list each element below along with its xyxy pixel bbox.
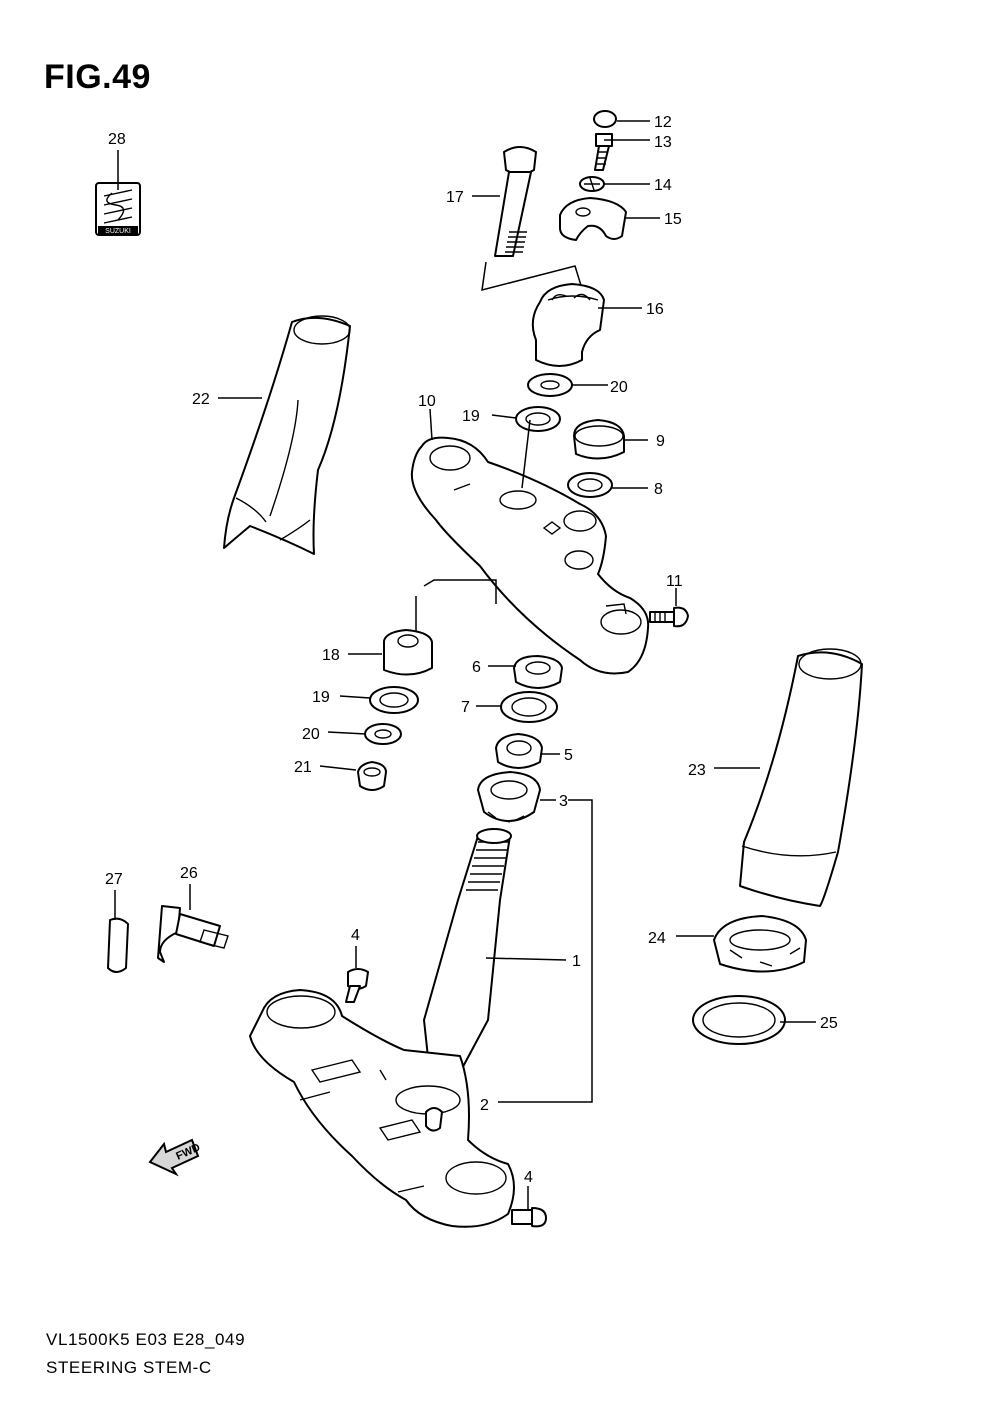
callout-10: 10 bbox=[418, 393, 436, 410]
callout-25: 25 bbox=[820, 1015, 838, 1032]
callout-9: 9 bbox=[656, 433, 665, 450]
callout-26: 26 bbox=[180, 865, 198, 882]
part-25-washer bbox=[692, 995, 786, 1045]
callout-24: 24 bbox=[648, 930, 666, 947]
callout-21: 21 bbox=[294, 759, 312, 776]
callout-5: 5 bbox=[564, 747, 573, 764]
part-4-bolt-upper bbox=[345, 968, 369, 1003]
callout-4a: 4 bbox=[351, 927, 360, 944]
part-6-nut bbox=[513, 655, 563, 689]
part-19-washer-upper bbox=[515, 406, 561, 432]
callout-14: 14 bbox=[654, 177, 672, 194]
callout-27: 27 bbox=[105, 871, 123, 888]
part-11-bolt bbox=[649, 606, 689, 628]
assembly-line-10-18 bbox=[415, 579, 497, 636]
callout-4b: 4 bbox=[524, 1169, 533, 1186]
part-1-steering-stem bbox=[423, 828, 512, 1077]
callout-3: 3 bbox=[559, 793, 568, 810]
model-code: VL1500K5 E03 E28_049 bbox=[46, 1330, 246, 1349]
callout-1: 1 bbox=[572, 953, 581, 970]
part-20-washer-upper bbox=[527, 373, 573, 397]
callout-13: 13 bbox=[654, 134, 672, 151]
part-17-bolt bbox=[494, 146, 537, 257]
part-7-dust-seal bbox=[500, 691, 558, 723]
part-28-emblem: SUZUKI bbox=[95, 182, 141, 236]
emblem-text: SUZUKI bbox=[105, 228, 131, 235]
part-21-nut bbox=[357, 761, 387, 791]
part-10-upper-bracket bbox=[410, 436, 650, 675]
callout-22: 22 bbox=[192, 391, 210, 408]
part-24-nut bbox=[713, 915, 807, 973]
part-27-clamp bbox=[107, 917, 129, 973]
callout-19a: 19 bbox=[462, 408, 480, 425]
callout-6: 6 bbox=[472, 659, 481, 676]
callout-11: 11 bbox=[666, 573, 683, 590]
lower-bracket bbox=[249, 989, 515, 1228]
callout-19b: 19 bbox=[312, 689, 330, 706]
fwd-arrow-icon: FWD bbox=[148, 1138, 202, 1177]
callout-20b: 20 bbox=[302, 726, 320, 743]
part-22-fork-cover bbox=[223, 315, 351, 555]
callout-labels: 1 2 3 4 4 5 6 7 8 9 10 11 12 13 14 15 16… bbox=[105, 114, 838, 1186]
callout-28: 28 bbox=[108, 131, 126, 148]
section-name: STEERING STEM-C bbox=[46, 1358, 212, 1377]
part-3-bearing bbox=[477, 771, 541, 823]
part-19-washer-lower bbox=[369, 686, 419, 714]
callout-23: 23 bbox=[688, 762, 706, 779]
part-13-screw bbox=[594, 133, 613, 171]
part-16-handlebar-holder bbox=[531, 283, 605, 367]
callout-8: 8 bbox=[654, 481, 663, 498]
part-14-washer bbox=[579, 176, 605, 192]
leader-lines bbox=[114, 120, 816, 1210]
part-9-cap-nut bbox=[573, 419, 625, 460]
assembly-line-17-16 bbox=[481, 261, 584, 293]
callout-16: 16 bbox=[646, 301, 664, 318]
part-12-cap bbox=[593, 110, 617, 128]
figure-title: FIG.49 bbox=[44, 58, 151, 96]
part-20-washer-lower bbox=[364, 723, 402, 745]
part-5-bearing bbox=[495, 733, 543, 769]
part-23-fork-cover bbox=[739, 648, 863, 907]
callout-15: 15 bbox=[664, 211, 682, 228]
part-8-washer bbox=[567, 472, 613, 498]
part-26-switch bbox=[157, 905, 229, 963]
callout-18: 18 bbox=[322, 647, 340, 664]
callout-2: 2 bbox=[480, 1097, 489, 1114]
callout-17: 17 bbox=[446, 189, 464, 206]
part-18-bush bbox=[383, 629, 433, 676]
callout-12: 12 bbox=[654, 114, 672, 131]
callout-20a: 20 bbox=[610, 379, 628, 396]
part-4-bolt-lower bbox=[511, 1207, 547, 1228]
callout-7: 7 bbox=[461, 699, 470, 716]
part-15-holder-cap bbox=[559, 197, 627, 241]
